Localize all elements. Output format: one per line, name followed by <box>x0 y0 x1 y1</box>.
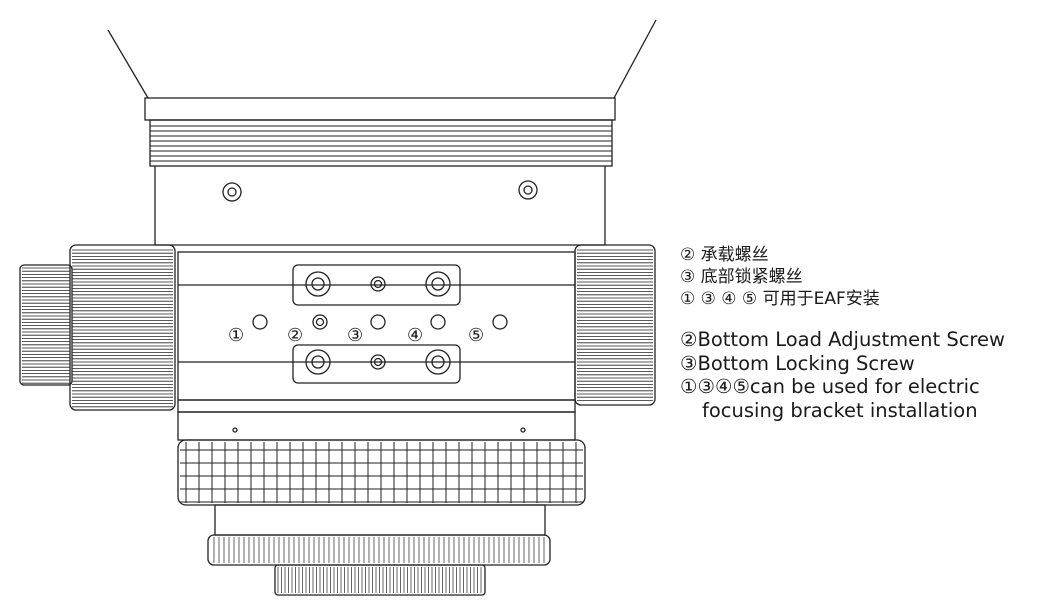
body <box>154 166 606 246</box>
drawtube-adapter <box>207 504 551 596</box>
callout-2: ② <box>287 325 303 346</box>
callout-5: ⑤ <box>468 325 484 346</box>
side-screw-left <box>222 182 242 202</box>
hole-1 <box>252 314 268 330</box>
left-focus-knob <box>19 244 176 411</box>
right-focus-knob <box>574 244 656 406</box>
legend-cn-1: ② 承载螺丝 <box>680 245 769 265</box>
side-screw-right <box>518 180 538 200</box>
legend-cn-3: ① ③ ④ ⑤ 可用于EAF安装 <box>680 289 880 309</box>
callout-3: ③ <box>347 325 363 346</box>
hole-4 <box>430 314 446 330</box>
hole-3 <box>370 314 386 330</box>
hole-5 <box>492 314 508 330</box>
knurled-lock-ring <box>177 439 586 506</box>
lower-bracket <box>292 344 461 384</box>
legend: ② 承载螺丝 ③ 底部锁紧螺丝 ① ③ ④ ⑤ 可用于EAF安装 ②Bottom… <box>680 244 1005 422</box>
callout-1: ① <box>228 325 244 346</box>
legend-cn-2: ③ 底部锁紧螺丝 <box>680 267 803 287</box>
callout-labels: ① ② ③ ④ ⑤ <box>228 325 484 346</box>
legend-en-3: ①③④⑤can be used for electric <box>680 375 980 398</box>
top-ring <box>144 97 616 167</box>
dew-shield-cone <box>107 19 657 99</box>
legend-en-2: ③Bottom Locking Screw <box>680 351 915 375</box>
hole-2 <box>312 314 328 330</box>
legend-en-1: ②Bottom Load Adjustment Screw <box>680 328 1005 351</box>
callout-4: ④ <box>407 325 423 346</box>
upper-bracket <box>292 264 461 306</box>
lower-ring <box>177 399 576 441</box>
legend-en-4: focusing bracket installation <box>702 398 978 422</box>
mounting-plate <box>177 251 576 401</box>
